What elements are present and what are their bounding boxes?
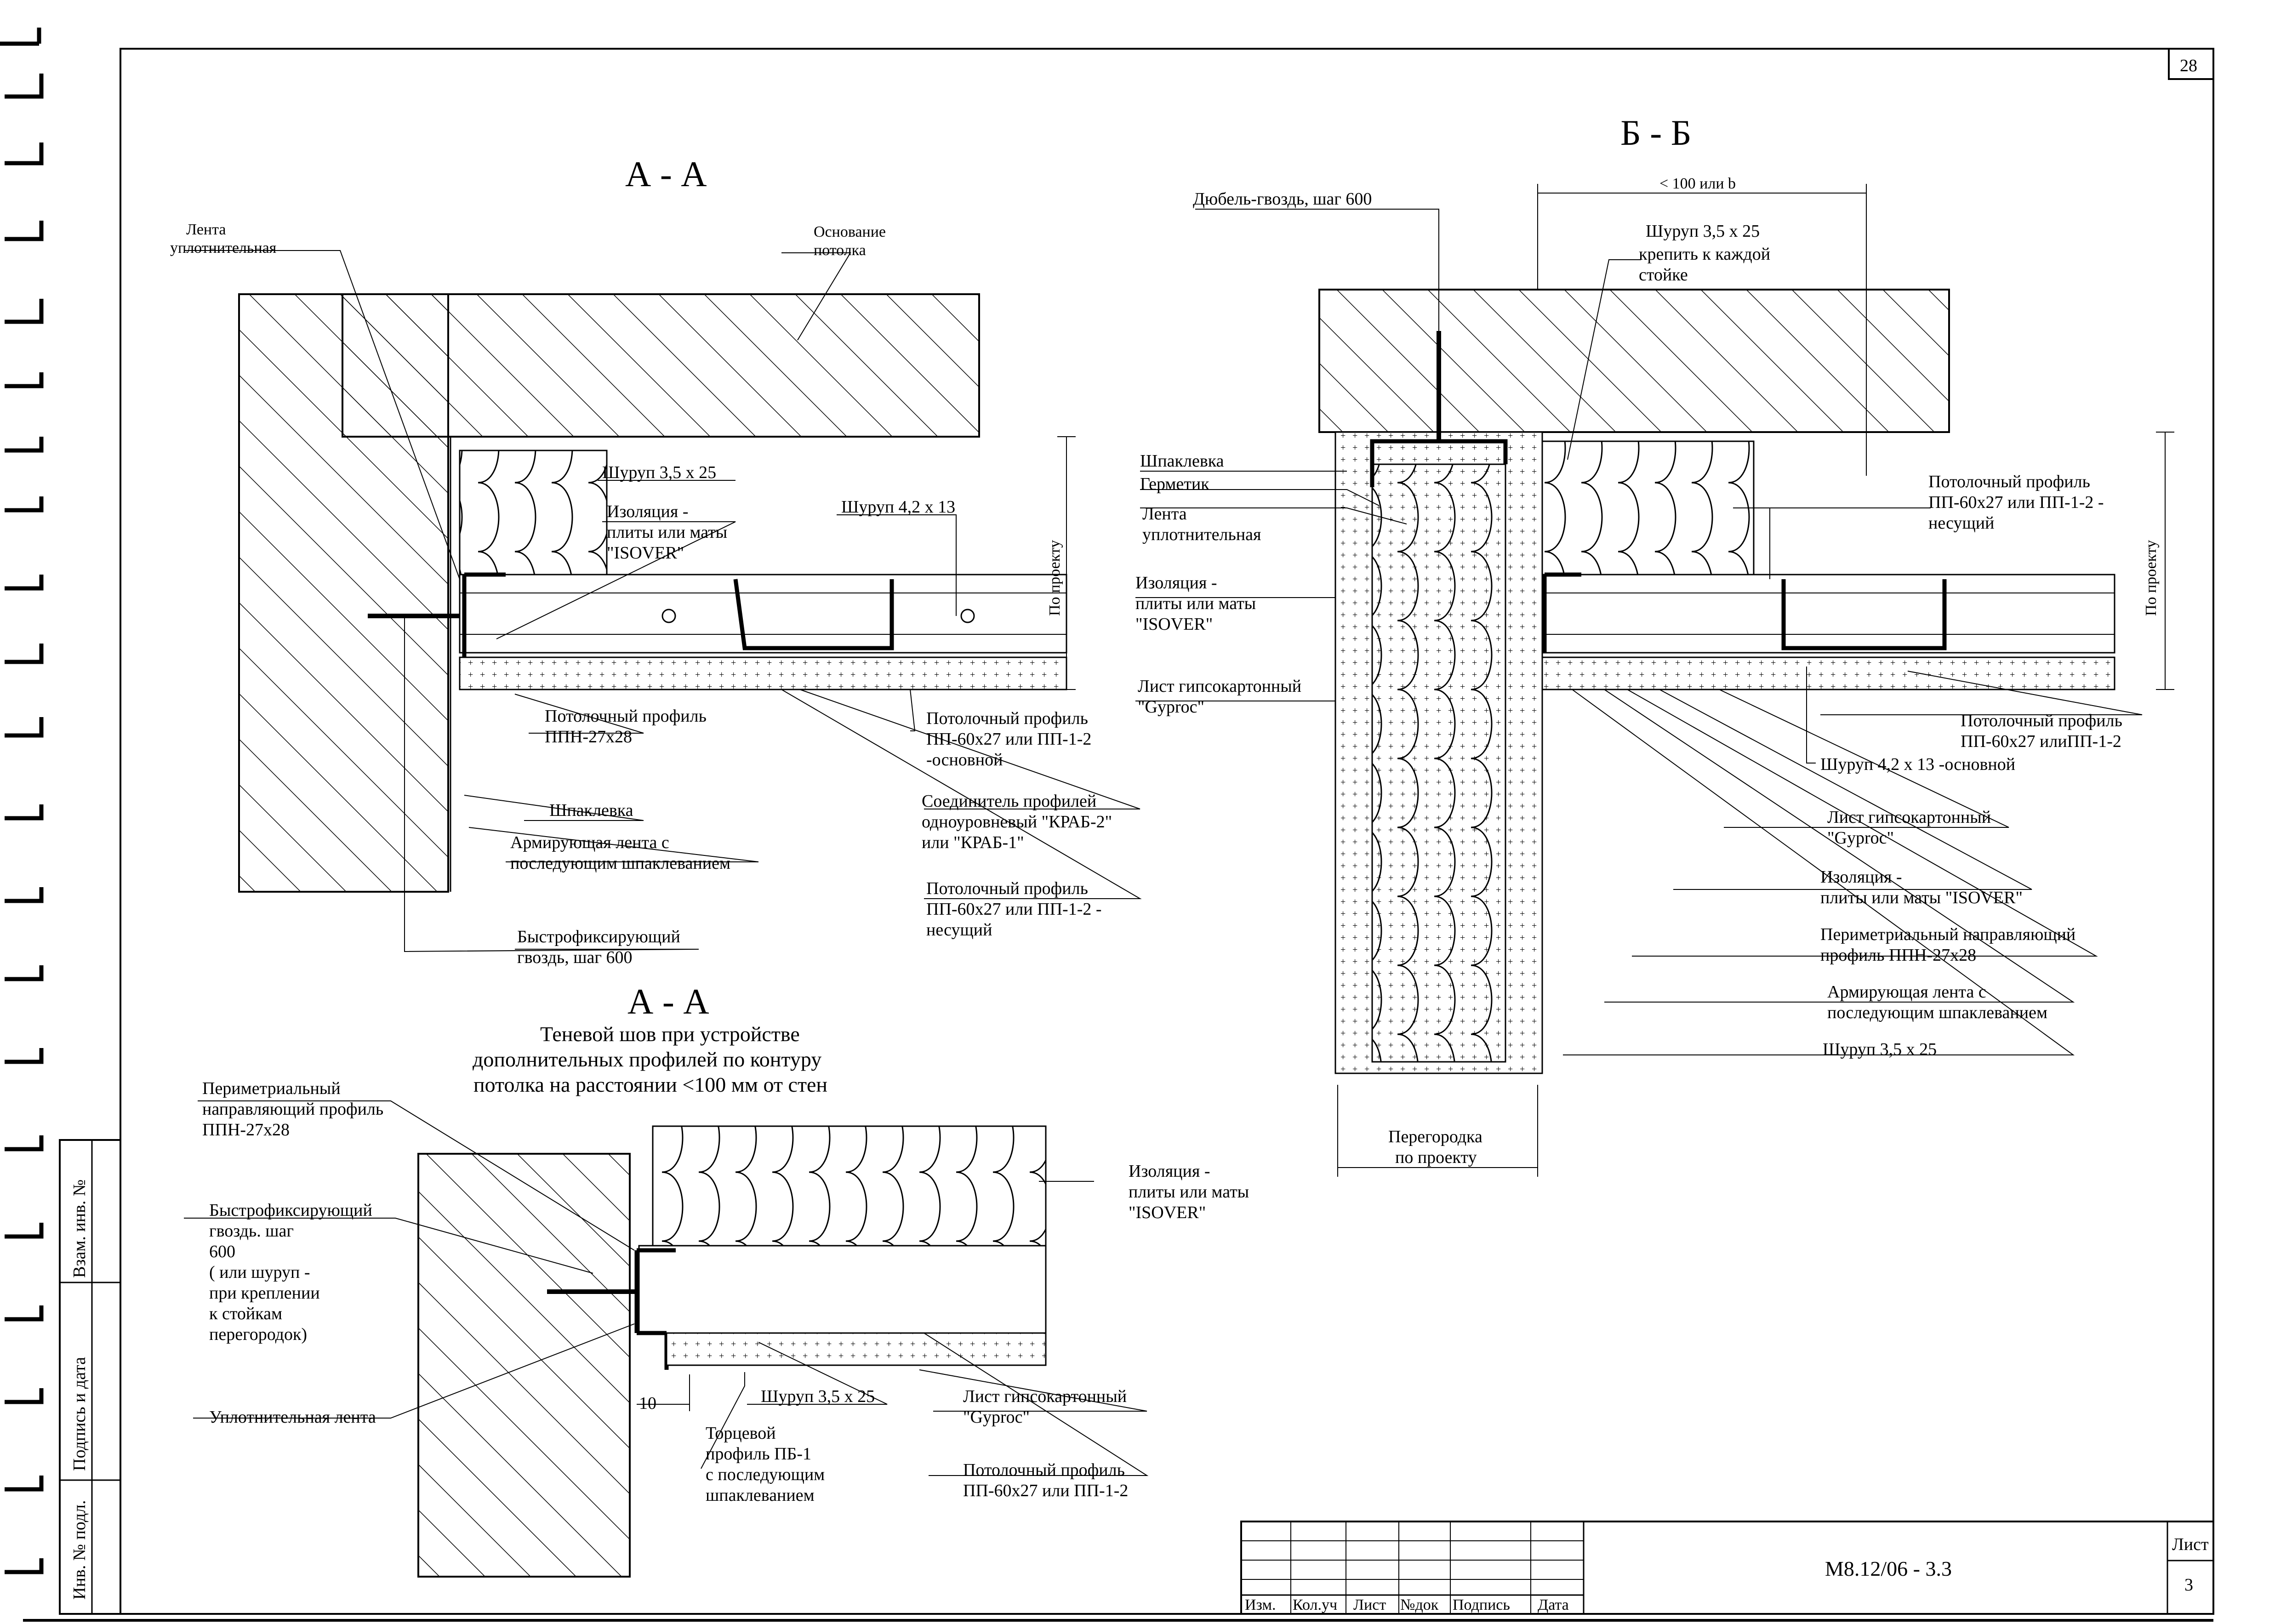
partition-insulation	[1371, 463, 1506, 1063]
stamp-col-podpis: Подпись	[1453, 1596, 1510, 1613]
sheet-frame	[120, 48, 2214, 1615]
label-insulation: Изоляция - плиты или маты "ISOVER"	[1129, 1162, 1254, 1222]
label-gkl-right: Лист гипсокартонный "Gyproc"	[1827, 808, 1996, 848]
label-screw-4213: Шуруп 4,2 х 13	[841, 497, 955, 517]
label-screw-main: Шуруп 4,2 х 13 -основной	[1820, 755, 2015, 774]
side-label-sign-date: Подпись и дата	[70, 1357, 89, 1471]
wall	[238, 293, 449, 893]
label-perim: Периметриальный направляющий профиль ППН…	[202, 1079, 388, 1140]
label-nail: Быстрофиксирующий гвоздь. шаг 600 ( или …	[209, 1201, 376, 1344]
dim-100-or-b: < 100 или b	[1659, 175, 1736, 192]
label-putty: Шпаклевка	[549, 801, 633, 820]
dim-by-project: По проекту	[2143, 540, 2160, 616]
page-number: 28	[2180, 56, 2197, 75]
label-pp: Потолочный профиль ПП-60х27 или ПП-1-2	[963, 1460, 1129, 1500]
label-dowel: Дюбель-гвоздь, шаг 600	[1193, 189, 1372, 209]
section-bb-title: Б - Б	[1620, 113, 1692, 153]
label-screw-bottom: Шуруп 3,5 х 25	[1823, 1040, 1937, 1059]
side-label-replaced-inv: Взам. инв. №	[70, 1180, 89, 1278]
label-pp-main: Потолочный профиль ПП-60х27 илиПП-1-2	[1961, 711, 2127, 751]
insulation	[1541, 440, 1755, 576]
ceiling-profile	[638, 1245, 1047, 1334]
page-number-box	[2168, 48, 2214, 80]
label-gkl-left: Лист гипсокартонный "Gyproc"	[1138, 677, 1306, 717]
gypsum-board	[459, 656, 1067, 690]
dim-10: 10	[639, 1394, 656, 1413]
label-reinforcing-tape: Армирующая лента с последующим шпаклеван…	[510, 833, 730, 873]
label-end-profile: Торцевой профиль ПБ-1 с последующим шпак…	[706, 1424, 829, 1505]
sheet-number: 3	[2184, 1575, 2193, 1595]
screw-head	[661, 609, 676, 623]
label-partition: Перегородка по проекту	[1388, 1127, 1487, 1167]
insulation	[459, 450, 608, 576]
label-nail: Быстрофиксирующий гвоздь, шаг 600	[517, 927, 684, 967]
label-sealant: Герметик	[1140, 474, 1209, 494]
gypsum-board	[1541, 656, 2115, 690]
gypsum-board	[666, 1332, 1047, 1366]
label-screw-3525: Шуруп 3,5 х 25	[602, 463, 716, 482]
ceiling-profile-area	[1541, 574, 2115, 654]
label-pp-bearing: Потолочный профиль ПП-60х27 или ПП-1-2 -…	[926, 879, 1106, 940]
wall	[417, 1153, 631, 1578]
stamp-col-list: Лист	[1353, 1596, 1386, 1613]
section-aa-bottom-subtitle: Теневой шов при устройстве дополнительны…	[473, 1022, 827, 1096]
title-block: Изм. Кол.уч Лист №док Подпись Дата М8.12…	[1240, 1521, 2214, 1615]
side-label-inv-orig: Инв. № подл.	[70, 1500, 89, 1600]
dim-by-project: По проекту	[1046, 540, 1063, 616]
section-aa-top: А - А По проекту Лента уплотнительная Ос…	[170, 154, 1142, 967]
ceiling-profile-area	[459, 574, 1067, 654]
stamp-col-izm: Изм.	[1245, 1596, 1276, 1613]
insulation	[652, 1125, 1047, 1247]
stamp-col-ndok: №док	[1400, 1596, 1439, 1613]
label-pp-main: Потолочный профиль ПП-60х27 или ПП-1-2 -…	[926, 709, 1096, 769]
label-pp-bearing: Потолочный профиль ПП-60х27 или ПП-1-2 -…	[1928, 472, 2108, 533]
section-aa-top-title: А - А	[625, 154, 707, 194]
stamp-col-data: Дата	[1538, 1596, 1569, 1613]
section-aa-bottom-title: А - А	[627, 981, 709, 1021]
section-aa-bottom: А - А Теневой шов при устройстве дополни…	[184, 981, 1254, 1578]
label-putty: Шпаклевка	[1140, 451, 1224, 471]
binding-marks	[0, 28, 44, 1574]
stamp-col-kolvo: Кол.уч	[1293, 1596, 1337, 1613]
label-tape: Лента уплотнительная	[1142, 504, 1261, 544]
ceiling-slab	[1318, 289, 1950, 433]
sheet-label: Лист	[2172, 1535, 2209, 1554]
label-base: Основание потолка	[814, 223, 890, 259]
label-connector: Соединитель профилей одноуровневый "КРАБ…	[922, 792, 1117, 852]
side-stamp: Взам. инв. № Подпись и дата Инв. № подл.	[59, 1139, 121, 1615]
label-reinforcing-tape: Армирующая лента с последующим шпаклеван…	[1827, 982, 2047, 1022]
label-tape: Лента уплотнительная	[170, 221, 277, 256]
screw-head	[960, 609, 975, 623]
label-insulation-left: Изоляция - плиты или маты "ISOVER"	[1135, 573, 1260, 634]
label-insulation: Изоляция - плиты или маты "ISOVER"	[607, 502, 732, 563]
label-gkl: Лист гипсокартонный "Gyproc"	[963, 1387, 1131, 1427]
label-sealing-tape: Уплотнительная лента	[209, 1407, 376, 1427]
section-bb: Б - Б < 100 или b По проекту Дюбель-гвоз…	[1135, 113, 2174, 1177]
label-insulation-right: Изоляция - плиты или маты "ISOVER"	[1820, 867, 2023, 907]
label-screw: Шуруп 3,5 х 25	[761, 1387, 875, 1406]
label-perim: Периметриальный направляющий профиль ППН…	[1820, 925, 2080, 965]
drawing-code: М8.12/06 - 3.3	[1825, 1557, 1952, 1580]
label-ppn: Потолочный профиль ППН-27х28	[545, 707, 711, 746]
label-screw-top: Шуруп 3,5 х 25 крепить к каждой стойке	[1639, 222, 1775, 285]
